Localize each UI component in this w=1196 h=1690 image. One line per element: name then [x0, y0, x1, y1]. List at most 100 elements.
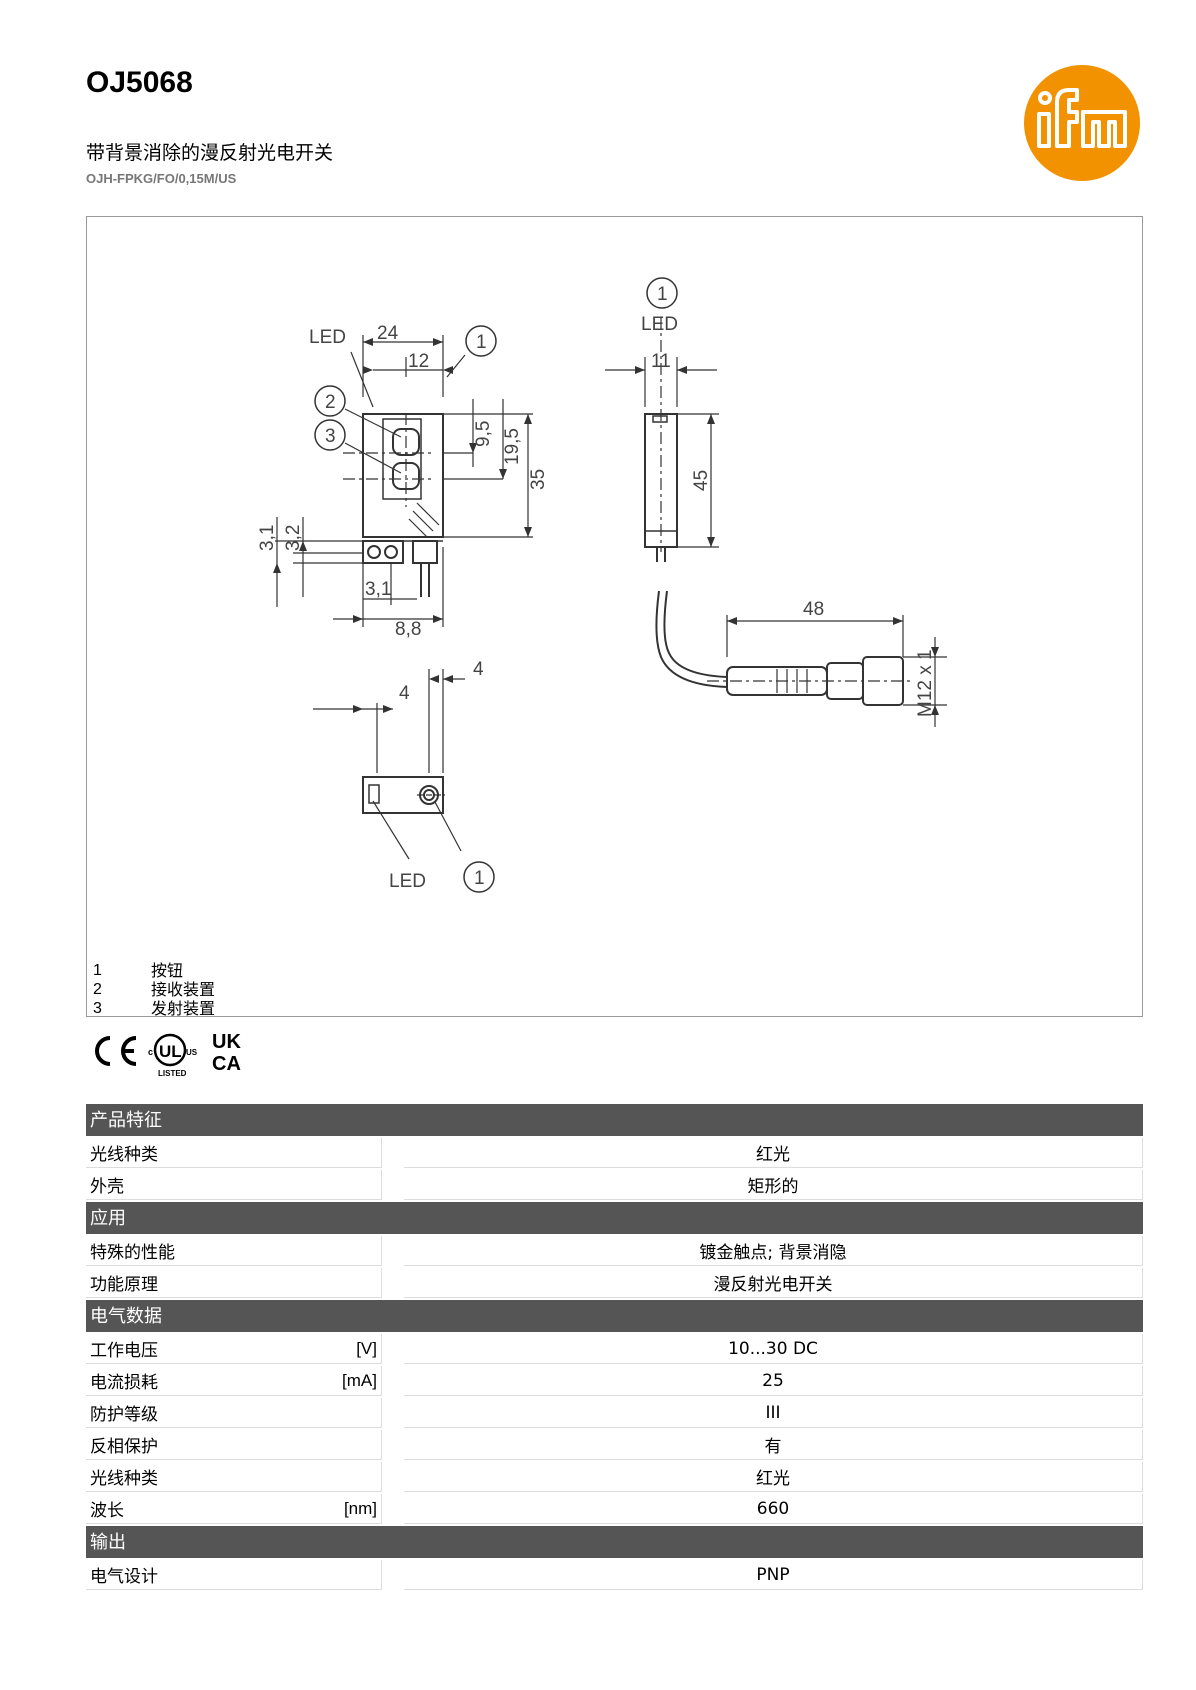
svg-text:CA: CA — [212, 1053, 241, 1075]
dim-3-1-left: 3,1 — [257, 525, 278, 551]
spec-label: 光线种类 — [90, 1145, 158, 1165]
dim-19-5: 19,5 — [502, 428, 523, 465]
spec-label-cell: 电气设计 — [86, 1560, 382, 1590]
section-header: 电气数据 — [86, 1300, 1143, 1332]
legend-text: 发射装置 — [151, 999, 216, 1018]
spec-row: 电流损耗 [mA] 25 — [86, 1366, 1143, 1396]
spec-value: 矩形的 — [404, 1170, 1143, 1200]
spec-label-cell: 光线种类 — [86, 1138, 382, 1168]
spec-value: PNP — [404, 1560, 1143, 1590]
product-code: OJ5068 — [86, 66, 193, 99]
spec-label: 防护等级 — [90, 1405, 158, 1425]
spec-label: 电气设计 — [90, 1567, 158, 1587]
callout-1-front: 1 — [476, 332, 487, 353]
label-led-front: LED — [309, 327, 346, 348]
spec-row: 防护等级 III — [86, 1398, 1143, 1428]
spec-value: 镀金触点; 背景消隐 — [404, 1236, 1143, 1266]
specification-table: 产品特征 光线种类 红光 外壳 矩形的 应用 特殊的性能 镀金触点; 背景消隐 … — [86, 1104, 1143, 1592]
spec-label: 反相保护 — [90, 1437, 158, 1457]
legend-row: 2 接收装置 — [93, 980, 215, 999]
dim-3-2: 3,2 — [283, 525, 304, 551]
dim-35: 35 — [528, 469, 549, 490]
spec-label: 光线种类 — [90, 1469, 158, 1489]
dim-11: 11 — [651, 351, 671, 372]
spec-label: 电流损耗 — [90, 1373, 158, 1393]
callout-1-top: 1 — [474, 868, 485, 889]
ce-mark — [95, 1036, 137, 1066]
svg-text:c: c — [148, 1047, 153, 1057]
dimension-drawing-frame: LED 24 12 9,5 19,5 35 3,1 3,2 3,1 8,8 1 … — [86, 216, 1143, 1018]
legend-row: 3 发射装置 — [93, 999, 215, 1018]
section-header: 产品特征 — [86, 1104, 1143, 1136]
svg-text:UL: UL — [159, 1042, 182, 1061]
spec-value: 有 — [404, 1430, 1143, 1460]
spec-row: 电气设计 PNP — [86, 1560, 1143, 1590]
dim-8-8: 8,8 — [395, 619, 421, 640]
spec-row: 波长 [nm] 660 — [86, 1494, 1143, 1524]
legend-text: 按钮 — [151, 961, 184, 980]
spec-row: 外壳 矩形的 — [86, 1170, 1143, 1200]
dim-45: 45 — [691, 470, 712, 491]
dim-24: 24 — [377, 323, 399, 344]
label-led-side: LED — [641, 314, 678, 335]
callout-3: 3 — [325, 426, 336, 447]
spec-row: 反相保护 有 — [86, 1430, 1143, 1460]
dim-4-a: 4 — [399, 683, 410, 704]
spec-label: 波长 — [90, 1501, 124, 1521]
spec-value: 漫反射光电开关 — [404, 1268, 1143, 1298]
product-description: 带背景消除的漫反射光电开关 — [86, 142, 334, 164]
spec-label: 工作电压 — [90, 1341, 158, 1361]
spec-label-cell: 功能原理 — [86, 1268, 382, 1298]
legend-text: 接收装置 — [151, 980, 216, 999]
spec-row: 工作电压 [V] 10...30 DC — [86, 1334, 1143, 1364]
spec-value: 25 — [404, 1366, 1143, 1396]
dim-m12: M12 x 1 — [915, 649, 936, 717]
spec-value: 红光 — [404, 1462, 1143, 1492]
spec-unit: [mA] — [342, 1370, 377, 1390]
ifm-logo — [1024, 65, 1140, 181]
certification-marks: UL c US LISTED UK CA — [95, 1031, 241, 1078]
spec-value: III — [404, 1398, 1143, 1428]
spec-row: 光线种类 红光 — [86, 1462, 1143, 1492]
dim-4-b: 4 — [473, 659, 484, 680]
legend-number: 1 — [93, 962, 102, 979]
spec-label: 外壳 — [90, 1177, 124, 1197]
ukca-mark: UK CA — [212, 1031, 241, 1075]
legend-number: 3 — [93, 1000, 102, 1017]
spec-label-cell: 工作电压 [V] — [86, 1334, 382, 1364]
spec-unit: [nm] — [343, 1498, 377, 1518]
spec-row: 功能原理 漫反射光电开关 — [86, 1268, 1143, 1298]
dim-48: 48 — [803, 599, 824, 620]
spec-label-cell: 电流损耗 [mA] — [86, 1366, 382, 1396]
ul-listed-mark: UL c US LISTED — [148, 1033, 198, 1078]
label-led-top: LED — [389, 871, 426, 892]
callout-2: 2 — [325, 392, 336, 413]
front-view-housing — [362, 413, 444, 538]
spec-row: 特殊的性能 镀金触点; 背景消隐 — [86, 1236, 1143, 1266]
legend-row: 1 按钮 — [93, 961, 215, 980]
svg-text:LISTED: LISTED — [158, 1069, 187, 1078]
dim-3-1-bottom: 3,1 — [365, 579, 391, 600]
spec-label: 特殊的性能 — [90, 1243, 175, 1263]
dim-9-5: 9,5 — [473, 421, 494, 447]
spec-label-cell: 反相保护 — [86, 1430, 382, 1460]
spec-label-cell: 防护等级 — [86, 1398, 382, 1428]
spec-label: 功能原理 — [90, 1275, 158, 1295]
spec-value: 660 — [404, 1494, 1143, 1524]
legend-number: 2 — [93, 981, 102, 998]
spec-row: 光线种类 红光 — [86, 1138, 1143, 1168]
spec-unit: [V] — [356, 1338, 377, 1358]
spec-label-cell: 特殊的性能 — [86, 1236, 382, 1266]
spec-value: 10...30 DC — [404, 1334, 1143, 1364]
article-code: OJH-FPKG/FO/0,15M/US — [86, 171, 237, 186]
section-header: 应用 — [86, 1202, 1143, 1234]
callout-1-side: 1 — [657, 284, 668, 305]
drawing-legend: 1 按钮 2 接收装置 3 发射装置 — [93, 961, 215, 1018]
spec-label-cell: 光线种类 — [86, 1462, 382, 1492]
svg-text:US: US — [186, 1048, 198, 1057]
spec-label-cell: 外壳 — [86, 1170, 382, 1200]
dimension-drawing: LED 24 12 9,5 19,5 35 3,1 3,2 3,1 8,8 1 … — [257, 277, 947, 893]
svg-text:UK: UK — [212, 1031, 241, 1053]
spec-value: 红光 — [404, 1138, 1143, 1168]
spec-label-cell: 波长 [nm] — [86, 1494, 382, 1524]
